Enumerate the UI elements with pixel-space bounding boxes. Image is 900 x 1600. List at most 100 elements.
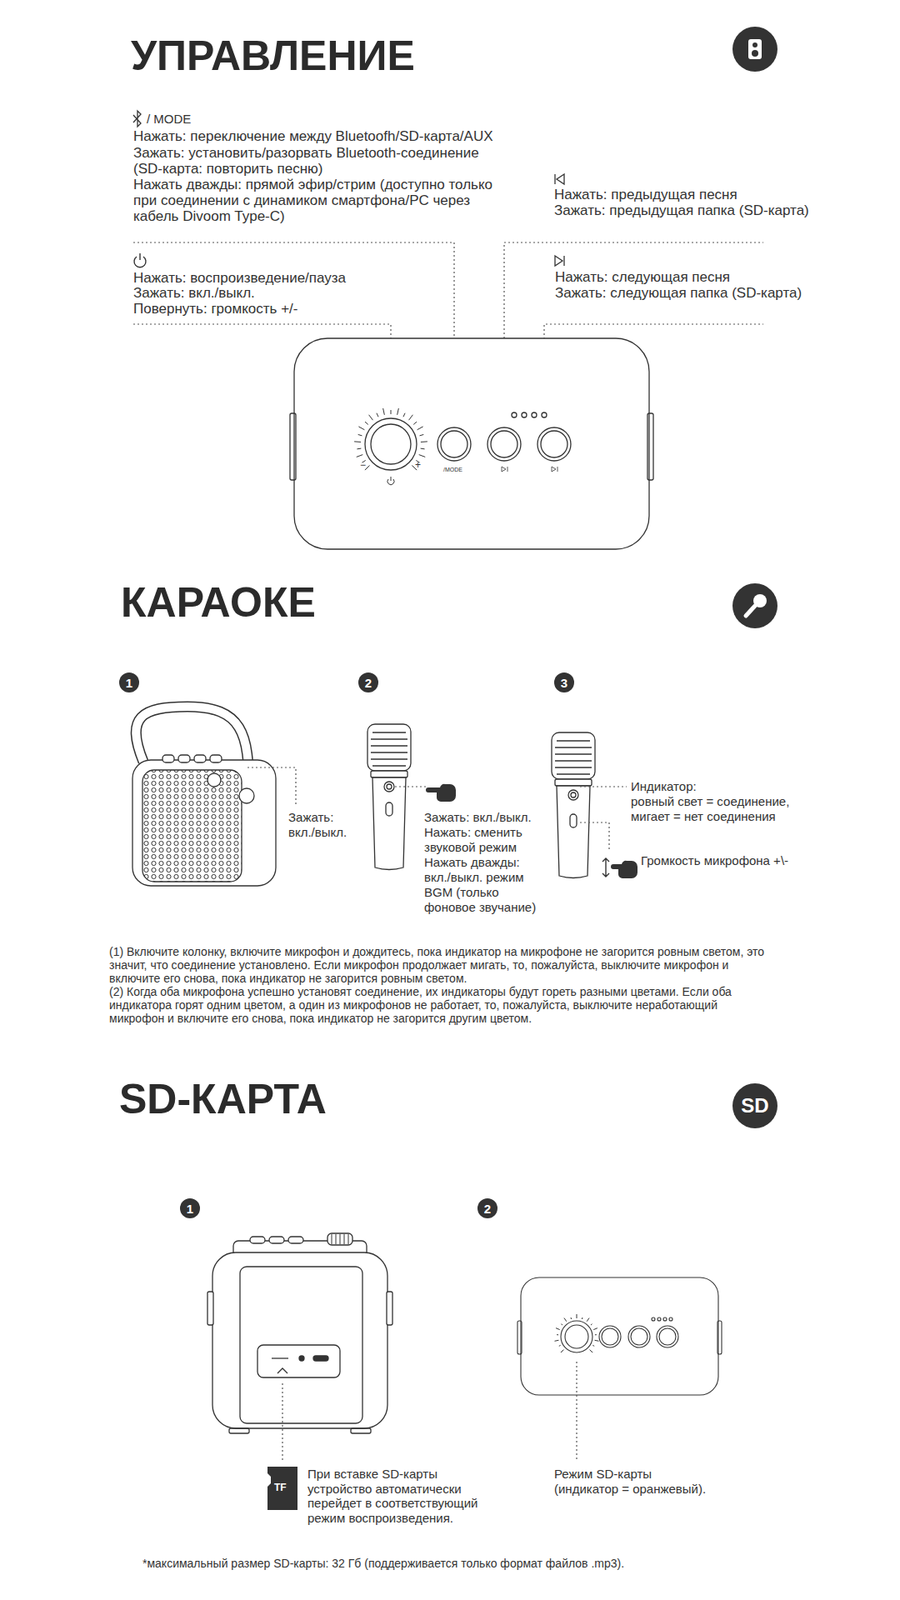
microphone xyxy=(367,724,411,771)
microphone xyxy=(551,732,595,879)
speaker-icon xyxy=(751,50,759,57)
knob-ticks xyxy=(595,1334,597,1335)
speaker-with-mic xyxy=(132,706,296,886)
knob-ticks xyxy=(576,1314,578,1319)
volume-arrow xyxy=(602,858,610,877)
speaker-back-view xyxy=(277,1368,288,1374)
power-icon xyxy=(134,253,146,268)
microphone-icon xyxy=(745,605,755,616)
knob-ticks xyxy=(564,1318,567,1322)
speaker-back-view xyxy=(327,1233,353,1245)
knob-ticks xyxy=(356,455,363,458)
hand-icon xyxy=(610,860,638,879)
speaker-top-view xyxy=(487,427,521,461)
knob-ticks xyxy=(365,421,369,425)
volume-arrow xyxy=(602,858,610,877)
speaker-with-mic xyxy=(239,788,255,804)
leader-line xyxy=(580,785,627,787)
control-text: Зажать: следующая папка (SD-карта) xyxy=(555,285,802,301)
knob-ticks xyxy=(560,1350,565,1354)
speaker-back-view xyxy=(271,1357,289,1359)
microphone xyxy=(555,779,592,786)
speaker-back-view xyxy=(386,1291,393,1325)
callout-text: При вставке SD-карты устройство автомати… xyxy=(307,1466,490,1525)
speaker-top-view xyxy=(575,1361,577,1460)
power-icon xyxy=(139,253,140,260)
microphone xyxy=(386,784,392,790)
button-name: / MODE xyxy=(146,111,191,127)
leader-line xyxy=(580,786,627,850)
speaker-top-view xyxy=(656,1325,679,1348)
button-mark: /MODE xyxy=(443,466,463,473)
callout-text: Громкость микрофона +\- xyxy=(640,853,789,869)
next-icon xyxy=(555,255,565,266)
speaker-top-view xyxy=(599,1325,621,1348)
knob-ticks xyxy=(581,1317,584,1320)
node-text: 1 xyxy=(186,1202,194,1215)
speaker-top-view xyxy=(290,338,654,550)
speaker-back-view xyxy=(207,1291,214,1325)
bluetooth-icon xyxy=(133,110,141,127)
speaker-top-view xyxy=(520,1277,719,1395)
knob-ticks xyxy=(383,408,385,415)
knob-ticks xyxy=(555,1340,560,1342)
control-text: Повернуть: громкость +/- xyxy=(133,300,298,317)
microphone xyxy=(372,777,406,870)
speaker-top-view xyxy=(601,1328,619,1345)
speaker-top-view xyxy=(370,424,411,465)
speaker-with-mic xyxy=(247,767,296,806)
callout-number: 2 xyxy=(477,1198,498,1219)
speaker-icon xyxy=(732,26,778,72)
callout-text: Режим SD-карты (индикатор = оранжевый). xyxy=(554,1466,713,1496)
speaker-top-view xyxy=(628,1325,650,1348)
speaker-top-view xyxy=(511,412,517,418)
knob-ticks xyxy=(417,426,424,430)
speaker-with-mic xyxy=(142,770,242,882)
speaker-icon xyxy=(732,26,778,72)
speaker-with-mic xyxy=(210,755,222,763)
knob-ticks xyxy=(590,1350,594,1354)
control-text: Нажать: переключение между Bluetoofh/SD-… xyxy=(133,128,494,145)
speaker-top-view xyxy=(651,1317,655,1321)
speaker-back-view xyxy=(250,1236,265,1244)
knob-ticks xyxy=(595,1340,600,1342)
section-heading: SD-КАРТА xyxy=(119,1078,327,1120)
knob-ticks xyxy=(403,413,405,418)
microphone xyxy=(367,724,411,870)
speaker-back-view xyxy=(207,1233,393,1460)
knob-mark: + xyxy=(415,460,421,470)
callout-text: ровный свет = соединение, мигает = нет с… xyxy=(630,794,802,825)
microphone xyxy=(384,781,395,792)
speaker-top-view xyxy=(551,466,558,472)
section-heading: КАРАОКЕ xyxy=(120,581,316,624)
speaker-top-view xyxy=(517,1320,522,1355)
prev-icon xyxy=(556,174,565,185)
control-text: Зажать: вкл./выкл. xyxy=(133,285,255,301)
knob-ticks xyxy=(358,434,363,435)
knob-ticks xyxy=(593,1328,598,1330)
microphone xyxy=(370,770,408,778)
speaker-top-view xyxy=(294,338,650,550)
microphone xyxy=(551,732,595,780)
callout-number: 1 xyxy=(119,672,140,693)
speaker-top-view xyxy=(659,1328,676,1345)
speaker-top-view xyxy=(663,1317,667,1321)
knob-ticks xyxy=(559,1345,561,1347)
speaker-top-view xyxy=(647,413,654,480)
bluetooth-icon xyxy=(133,110,141,127)
microphone xyxy=(385,802,393,816)
microphone xyxy=(555,740,592,775)
node-text: SD xyxy=(740,1095,769,1116)
knob-ticks xyxy=(570,1317,573,1320)
speaker-back-view xyxy=(299,1355,305,1361)
knob-ticks xyxy=(354,408,599,1353)
speaker-top-view xyxy=(501,466,508,472)
control-text: Нажать: следующая песня xyxy=(555,269,730,285)
knob-ticks xyxy=(413,421,417,425)
footnote: *максимальный размер SD-карты: 32 Гб (по… xyxy=(142,1556,625,1571)
knob-mark: − xyxy=(360,460,366,470)
control-text: Зажать: предыдущая папка (SD-карта) xyxy=(554,202,810,219)
speaker-top-view xyxy=(541,412,547,418)
speaker-top-view xyxy=(290,413,296,480)
